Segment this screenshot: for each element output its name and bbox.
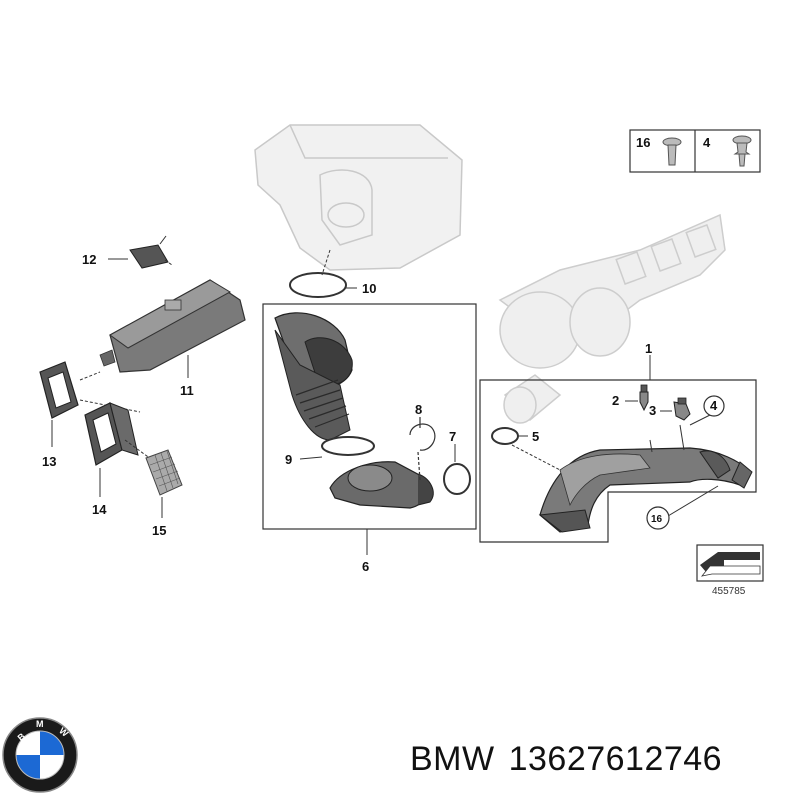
group-box-1: [479, 379, 757, 543]
part-11-intake-duct: [99, 279, 246, 378]
callout-2: 2: [612, 393, 619, 408]
direction-arrow-box: [696, 544, 764, 582]
fastener-legend: 16 4: [629, 129, 761, 173]
screw-16-icon: [662, 137, 682, 166]
part-15-mesh: [145, 449, 183, 518]
svg-text:M: M: [36, 719, 44, 729]
turbocharger-manifold: [498, 213, 726, 424]
callout-7: 7: [449, 429, 456, 444]
part-8-clip: [409, 417, 436, 481]
group-box-6: [262, 303, 477, 530]
callout-16: 16: [651, 514, 663, 525]
callout-11: 11: [180, 383, 194, 398]
svg-text:B: B: [16, 731, 28, 743]
callout-9: 9: [285, 452, 292, 467]
part-number: 13627612746: [508, 740, 723, 778]
callout-15: 15: [152, 523, 166, 538]
diagram-number: 455785: [712, 586, 746, 597]
part-5-oring: [491, 427, 561, 471]
fastener-4-number: 4: [703, 135, 711, 150]
brand-name: BMW: [410, 740, 495, 778]
callout-4-circle: [703, 395, 725, 417]
air-filter-housing: [254, 124, 463, 271]
part-7-oring: [443, 444, 471, 495]
callout-14: 14: [92, 502, 107, 517]
callout-13: 13: [42, 454, 56, 469]
callout-12: 12: [82, 252, 96, 267]
part-13-frame: [39, 361, 141, 447]
callout-6: 6: [362, 559, 369, 574]
callout-4: 4: [710, 398, 718, 413]
part-caption: BMW 13627612746: [410, 740, 736, 779]
callout-1: 1: [645, 341, 652, 356]
part-6-intake-hose: [274, 312, 434, 509]
callout-5: 5: [532, 429, 539, 444]
part-12-cover: [108, 235, 173, 269]
part-14-adaptor: [84, 402, 156, 497]
callout-10: 10: [362, 281, 376, 296]
part-2-sensor: [625, 384, 649, 412]
callout-8: 8: [415, 402, 422, 417]
callout-16-circle: [646, 506, 670, 530]
part-3-sensor: [660, 397, 691, 421]
fastener-16-number: 16: [636, 135, 650, 150]
part-10-ring: [289, 249, 357, 298]
callout-3: 3: [649, 403, 656, 418]
screw-4-icon: [732, 135, 752, 167]
bmw-logo: B M W: [2, 717, 78, 793]
part-1-charge-pipe: [538, 424, 753, 533]
